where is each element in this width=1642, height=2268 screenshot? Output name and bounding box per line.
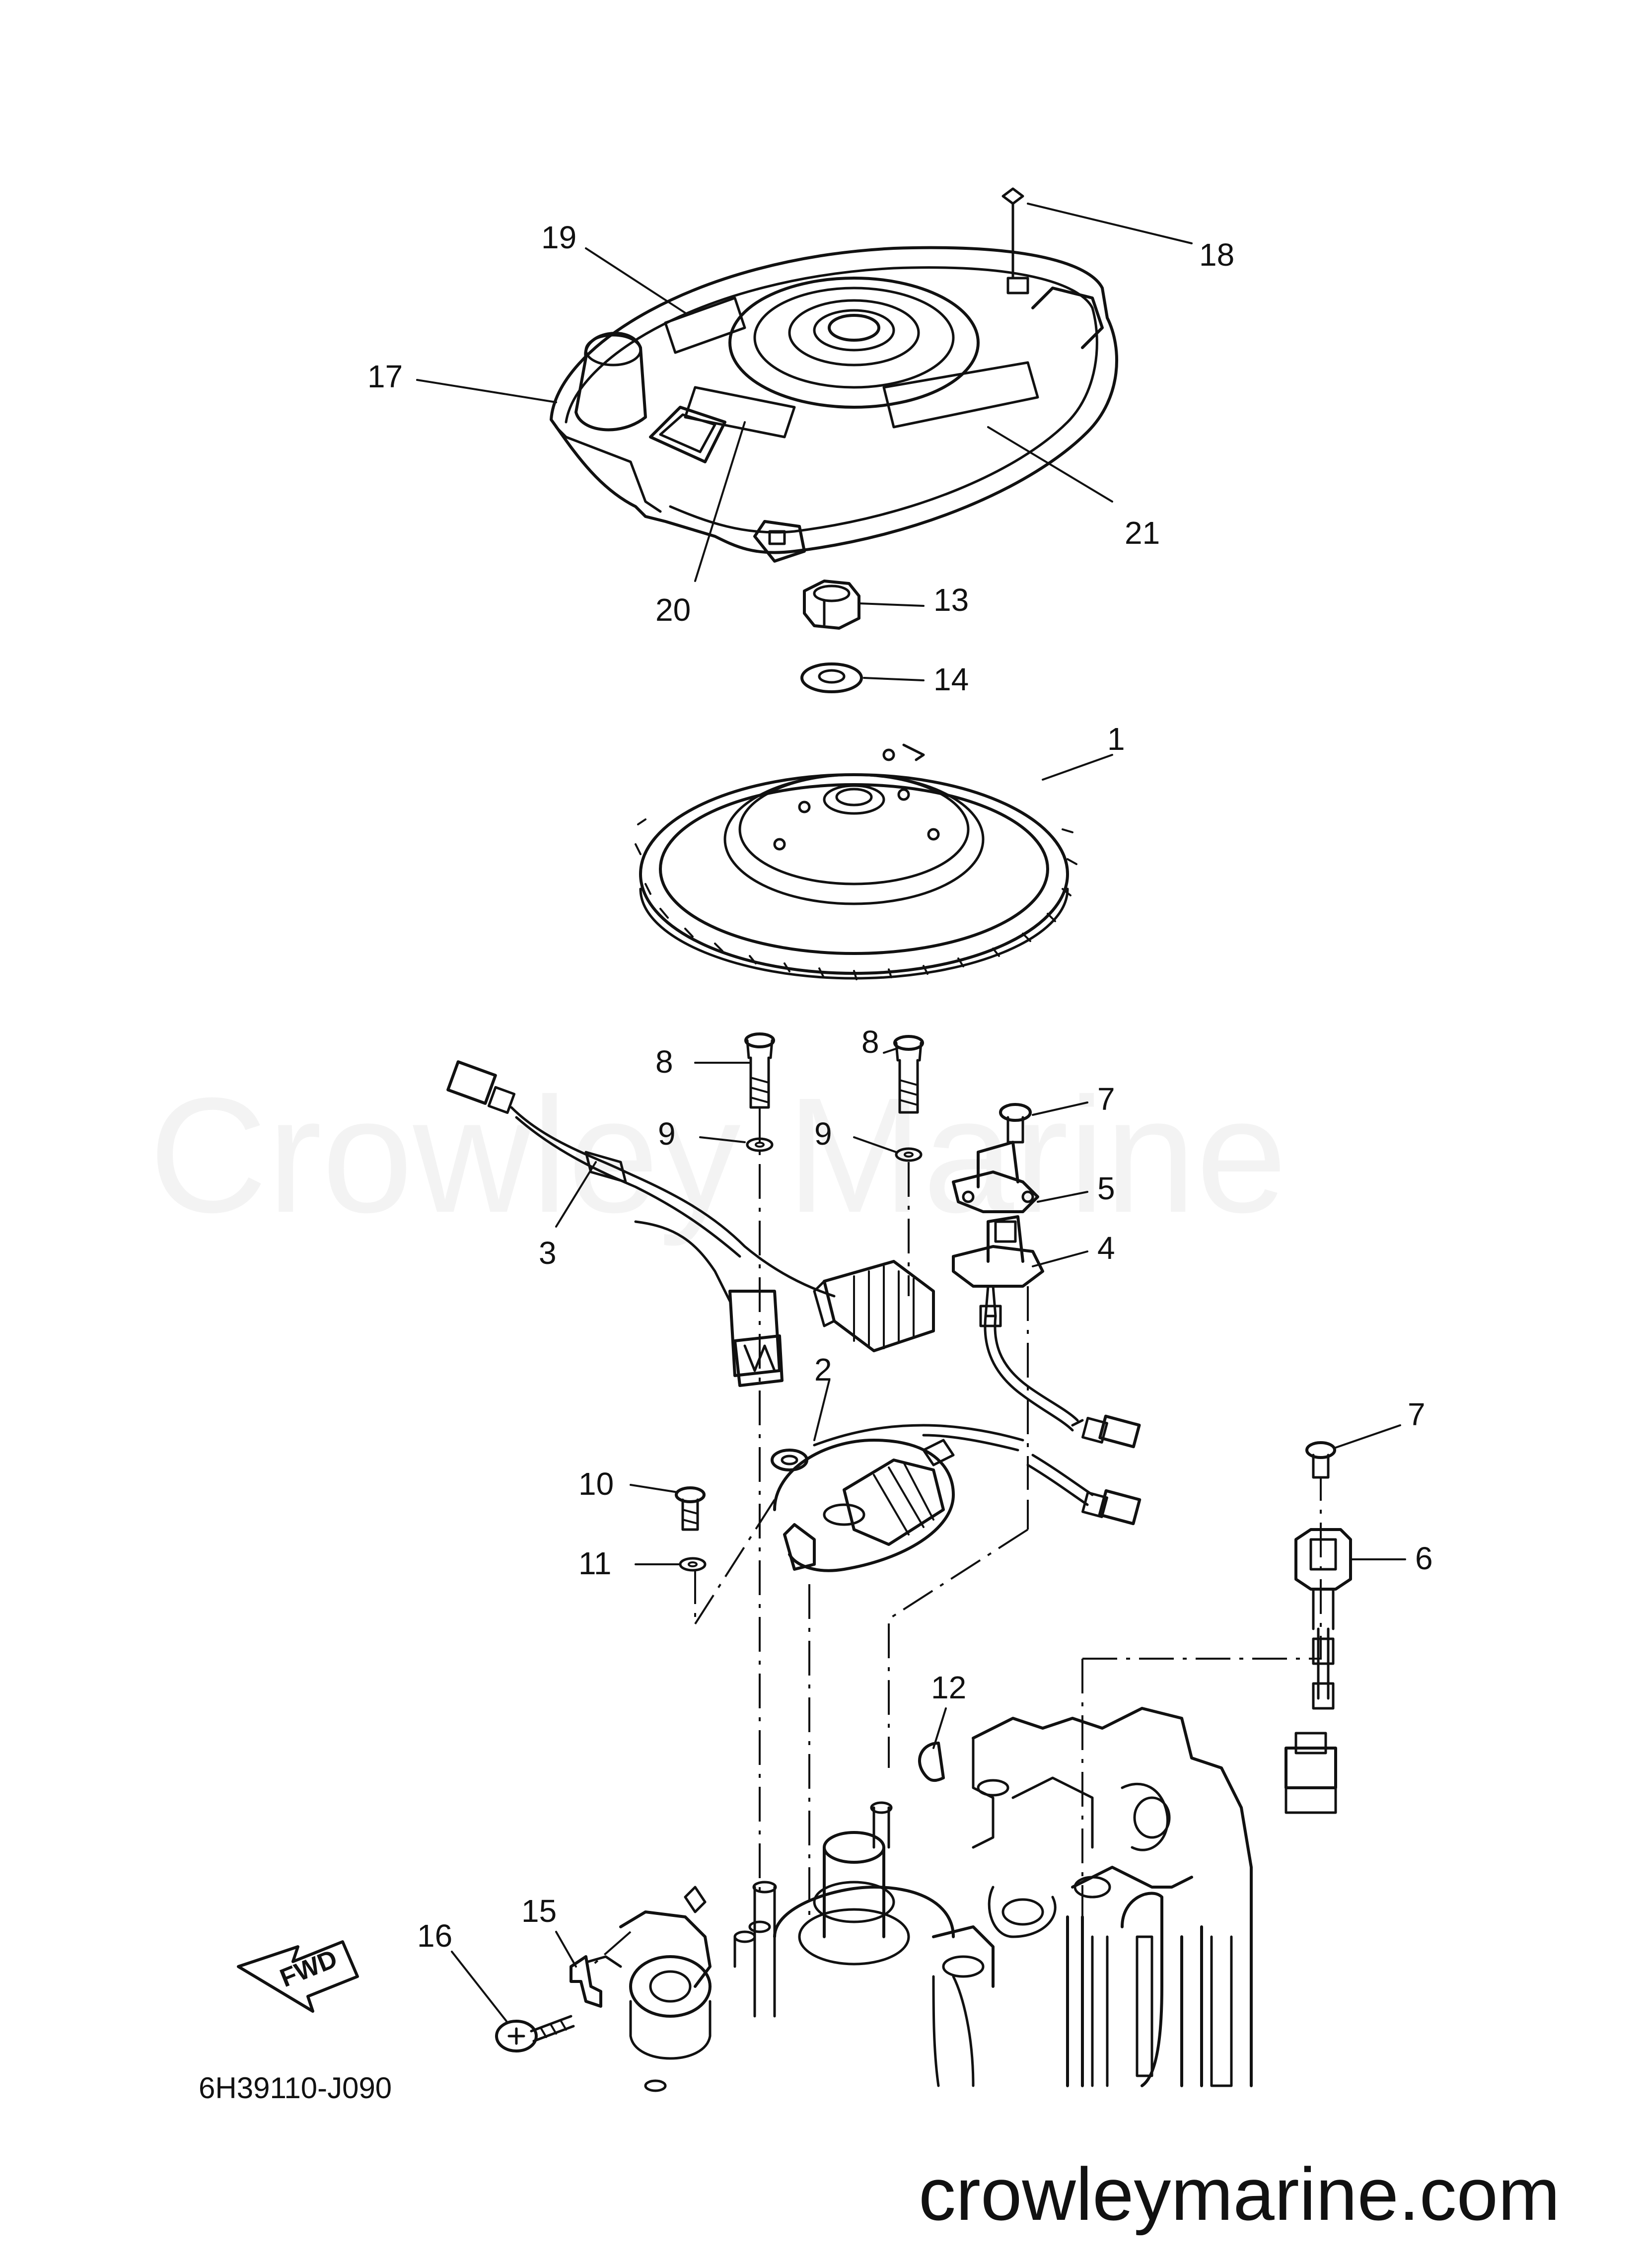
callout-5: 5 [1097, 1171, 1115, 1206]
flywheel-cover [550, 187, 1119, 563]
bolt-16 [495, 2015, 575, 2052]
woodruff-key [918, 1742, 945, 1782]
callout-3: 3 [539, 1235, 557, 1271]
callout-16: 16 [417, 1918, 452, 1954]
throttle-linkage [619, 1886, 756, 2092]
callout-9-left: 9 [658, 1116, 676, 1152]
watermark-text: Crowley Marine [149, 1063, 1287, 1247]
callout-12: 12 [931, 1670, 966, 1705]
diagram-code: 6H39110-J090 [199, 2071, 392, 2105]
callout-14: 14 [933, 661, 969, 697]
washer-9-right [895, 1147, 923, 1162]
leader-lines [416, 203, 1406, 2022]
callout-15: 15 [521, 1893, 557, 1929]
flywheel-washer [800, 662, 863, 693]
callout-labels: 1 2 3 4 5 6 7 7 8 8 9 9 10 11 12 13 14 1… [367, 219, 1433, 1954]
screw-10 [675, 1486, 706, 1531]
pulser-coil-4 [952, 1215, 1141, 1449]
stator-coil [771, 1424, 1142, 1572]
callout-9-right: 9 [814, 1116, 832, 1152]
flywheel [635, 743, 1077, 980]
callout-18: 18 [1199, 237, 1234, 273]
clamp-5 [952, 1141, 1039, 1213]
callout-7-upper: 7 [1097, 1081, 1115, 1117]
callout-19: 19 [541, 219, 576, 255]
callout-13: 13 [933, 582, 969, 618]
callout-20: 20 [655, 592, 691, 628]
callout-4: 4 [1097, 1230, 1115, 1266]
callout-2: 2 [814, 1352, 832, 1388]
forward-arrow-icon: FWD [237, 1940, 359, 2013]
callout-6: 6 [1415, 1540, 1433, 1576]
callout-10: 10 [578, 1466, 614, 1502]
flywheel-nut [803, 580, 860, 630]
callout-7-lower: 7 [1408, 1396, 1426, 1432]
washer-11 [679, 1557, 707, 1572]
bolt-8-right [893, 1035, 924, 1114]
callout-8-right: 8 [861, 1024, 879, 1060]
bolt-8-left [744, 1032, 775, 1109]
callout-1: 1 [1107, 721, 1125, 757]
reference-lines [590, 1107, 1322, 1968]
callout-17: 17 [367, 359, 403, 394]
callout-11: 11 [578, 1545, 611, 1581]
callout-21: 21 [1125, 515, 1160, 551]
bracket-15 [570, 1955, 622, 2008]
screw-7-upper [999, 1103, 1032, 1144]
engine-block [748, 1707, 1253, 2087]
callout-8-left: 8 [655, 1044, 673, 1080]
sensor-6 [1285, 1528, 1352, 1814]
screw-7-lower [1305, 1441, 1336, 1479]
website-text: crowleymarine.com [919, 2152, 1560, 2236]
